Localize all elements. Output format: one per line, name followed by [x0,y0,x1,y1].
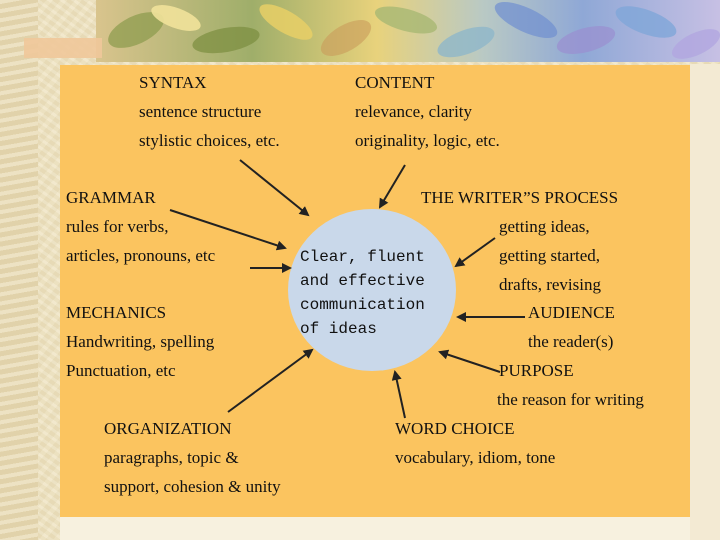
arrow-organization [227,348,314,413]
grammar-line1: rules for verbs, [66,217,169,236]
arrow-content [378,164,406,209]
arrow-syntax [239,159,310,217]
center-statement: Clear, fluent and effective communicatio… [300,248,425,338]
syntax-title: SYNTAX [139,73,207,92]
organization-line2: support, cohesion & unity [104,477,281,496]
banner-tab [24,38,102,58]
purpose-title: PURPOSE [499,361,574,380]
grammar-line2: articles, pronouns, etc [66,246,216,265]
writers-process-line1: getting ideas, [499,217,590,236]
writers-process-line2: getting started, [499,246,601,265]
content-title: CONTENT [355,73,435,92]
content-line1: relevance, clarity [355,102,473,121]
audience-line1: the reader(s) [528,332,614,351]
writers-process-title: THE WRITER”S PROCESS [421,188,619,207]
word-choice-title: WORD CHOICE [395,419,515,438]
arrow-grammar [169,209,287,251]
right-bar [690,64,720,540]
writers-process-line3: drafts, revising [499,275,601,294]
mechanics-line2: Punctuation, etc [66,361,176,380]
center-circle [288,209,456,371]
content-line2: originality, logic, etc. [355,131,500,150]
word-choice-line1: vocabulary, idiom, tone [395,448,556,467]
arrow-word-choice [391,370,406,419]
bottom-bar [60,517,690,540]
purpose-line1: the reason for writing [497,390,644,409]
organization-line1: paragraphs, topic & [104,448,239,467]
organization-title: ORGANIZATION [104,419,232,438]
syntax-line1: sentence structure [139,102,262,121]
audience-title: AUDIENCE [528,303,615,322]
syntax-line2: stylistic choices, etc. [139,131,280,150]
arrow-purpose [438,349,501,373]
mechanics-line1: Handwriting, spelling [66,332,215,351]
arrow-writers-process [454,237,496,268]
mechanics-title: MECHANICS [66,303,167,322]
left-decorative-strip [0,0,38,540]
leaf-banner [96,0,720,62]
grammar-title: GRAMMAR [66,188,156,207]
